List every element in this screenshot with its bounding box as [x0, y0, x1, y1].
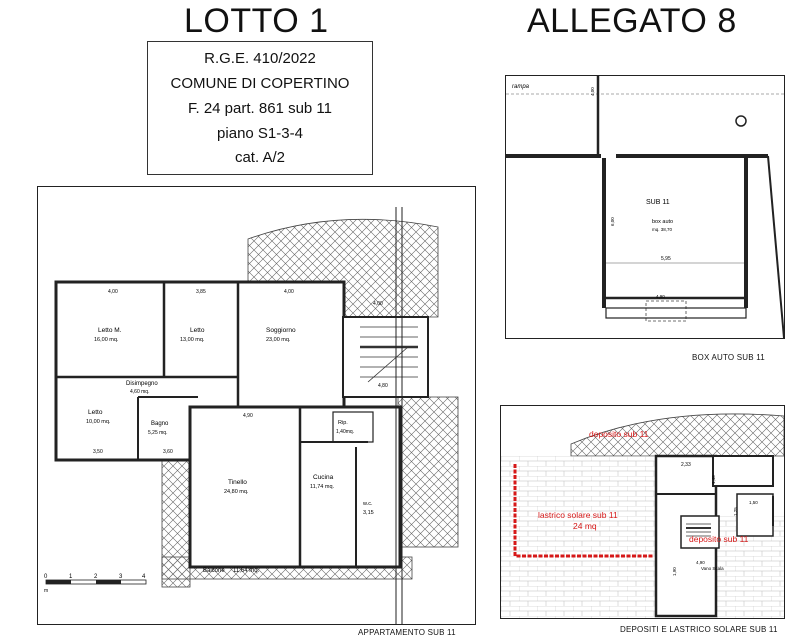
room-area: 16,00 mq.	[94, 337, 119, 343]
annex-title: ALLEGATO 8	[527, 2, 737, 40]
room-name: Letto	[190, 327, 205, 334]
room-area: 10,00 mq.	[86, 419, 111, 425]
room-name: Letto M.	[98, 327, 122, 334]
dimension-label: 1,90	[672, 567, 677, 576]
room-area: 11,74 mq.	[310, 484, 335, 490]
dimension-label: 5,95	[661, 256, 671, 262]
stair-label: Vano Scala	[701, 566, 724, 571]
room-area: mq. 38,70	[652, 227, 673, 232]
dimension-label: 1,25	[733, 507, 738, 516]
info-line-comune: COMUNE DI COPERTINO	[170, 75, 350, 92]
room-area: 5,25 mq.	[148, 430, 167, 436]
room-name: Cucina	[313, 474, 334, 481]
dimension-label: 3,85	[196, 289, 206, 295]
info-line-rge: R.G.E. 410/2022	[204, 50, 316, 67]
lot-title: LOTTO 1	[184, 2, 329, 40]
room-area: 24,80 mq.	[224, 489, 249, 495]
apartment-floor-plan: 0 1 2 3 4 m 4,00 3,85 4,00 4,80 3,50 3,6…	[37, 186, 476, 625]
room-name: Letto	[88, 409, 103, 416]
dimension-label: 3,50	[93, 449, 103, 455]
dimension-label: 4,00	[590, 87, 595, 96]
terrace-name-label: lastrico solare sub 11	[538, 510, 618, 520]
dimension-label: 4,00	[108, 289, 118, 295]
right-lower-hatch	[397, 396, 459, 548]
dimension-label: 2,33	[681, 462, 691, 468]
scale-unit: m	[44, 588, 48, 594]
ramp-label: rampa	[512, 84, 530, 90]
dimension-label: 4,00	[284, 289, 294, 295]
dimension-label: 4,00	[373, 301, 383, 307]
info-line-foglio: F. 24 part. 861 sub 11	[188, 100, 332, 117]
dimension-label: 1,50	[749, 500, 758, 505]
dimension-label: 4,90	[656, 294, 665, 299]
info-line-categoria: cat. A/2	[234, 149, 286, 166]
dimension-label: 4,90	[696, 560, 705, 565]
scale-tick-label: 4	[142, 574, 146, 580]
scale-tick-label: 3	[119, 574, 123, 580]
deposits-caption: DEPOSITI E LASTRICO SOLARE SUB 11	[620, 625, 778, 634]
scale-bar: 0 1 2 3 4 m	[44, 574, 147, 594]
room-area: 1,40mq.	[336, 429, 354, 435]
deposits-terrace-plan: 2,33 1,46 1,50 1,25 4,90 1,90 Vano Scala…	[500, 405, 785, 619]
room-name: Balcone	[203, 568, 225, 574]
cadastral-info-box: R.G.E. 410/2022 COMUNE DI COPERTINO F. 2…	[147, 41, 373, 175]
dimension-label: 3,60	[163, 449, 173, 455]
dimension-label: 1,46	[711, 475, 716, 484]
room-area: 11,64 mq.	[233, 568, 260, 574]
scale-tick-label: 2	[94, 574, 98, 580]
room-area: 3,15	[363, 510, 374, 516]
garage-plan-drawing: rampa 4,00 5,95 6,00 4,90 SUB 11 box aut…	[506, 76, 784, 338]
room-name: Tinello	[228, 479, 247, 486]
dimension-label: 4,80	[378, 383, 388, 389]
upper-hatch	[570, 413, 784, 457]
sub-label: SUB 11	[646, 199, 670, 206]
room-name: Disimpegno	[126, 381, 158, 387]
scale-tick-label: 1	[69, 574, 73, 580]
room-area: 4,60 mq.	[130, 389, 149, 395]
room-area: 13,00 mq.	[180, 337, 205, 343]
room-name: w.c.	[362, 501, 373, 507]
room-name: Rip.	[338, 420, 348, 426]
scale-tick-label: 0	[44, 574, 48, 580]
room-name: Soggiorno	[266, 327, 296, 334]
room-name: box auto	[652, 219, 673, 225]
info-line-piano: piano S1-3-4	[217, 125, 303, 142]
deposit-right-label: deposito sub 11	[689, 534, 749, 544]
apartment-caption: APPARTAMENTO SUB 11	[358, 628, 456, 637]
dimension-label: 6,00	[610, 217, 615, 226]
terrace-boundary-red	[513, 464, 653, 558]
deposits-plan-drawing: 2,33 1,46 1,50 1,25 4,90 1,90 Vano Scala	[501, 413, 784, 618]
garage-caption: BOX AUTO SUB 11	[692, 353, 765, 362]
garage-floor-plan: rampa 4,00 5,95 6,00 4,90 SUB 11 box aut…	[505, 75, 785, 339]
deposit-top-label: deposito sub 11	[589, 429, 649, 439]
terrace-area-label: 24 mq	[573, 521, 597, 531]
dimension-label: 4,90	[243, 413, 253, 419]
room-name: Bagno	[151, 421, 169, 427]
apartment-plan-drawing: 0 1 2 3 4 m 4,00 3,85 4,00 4,80 3,50 3,6…	[44, 207, 459, 624]
room-area: 23,00 mq.	[266, 337, 291, 343]
